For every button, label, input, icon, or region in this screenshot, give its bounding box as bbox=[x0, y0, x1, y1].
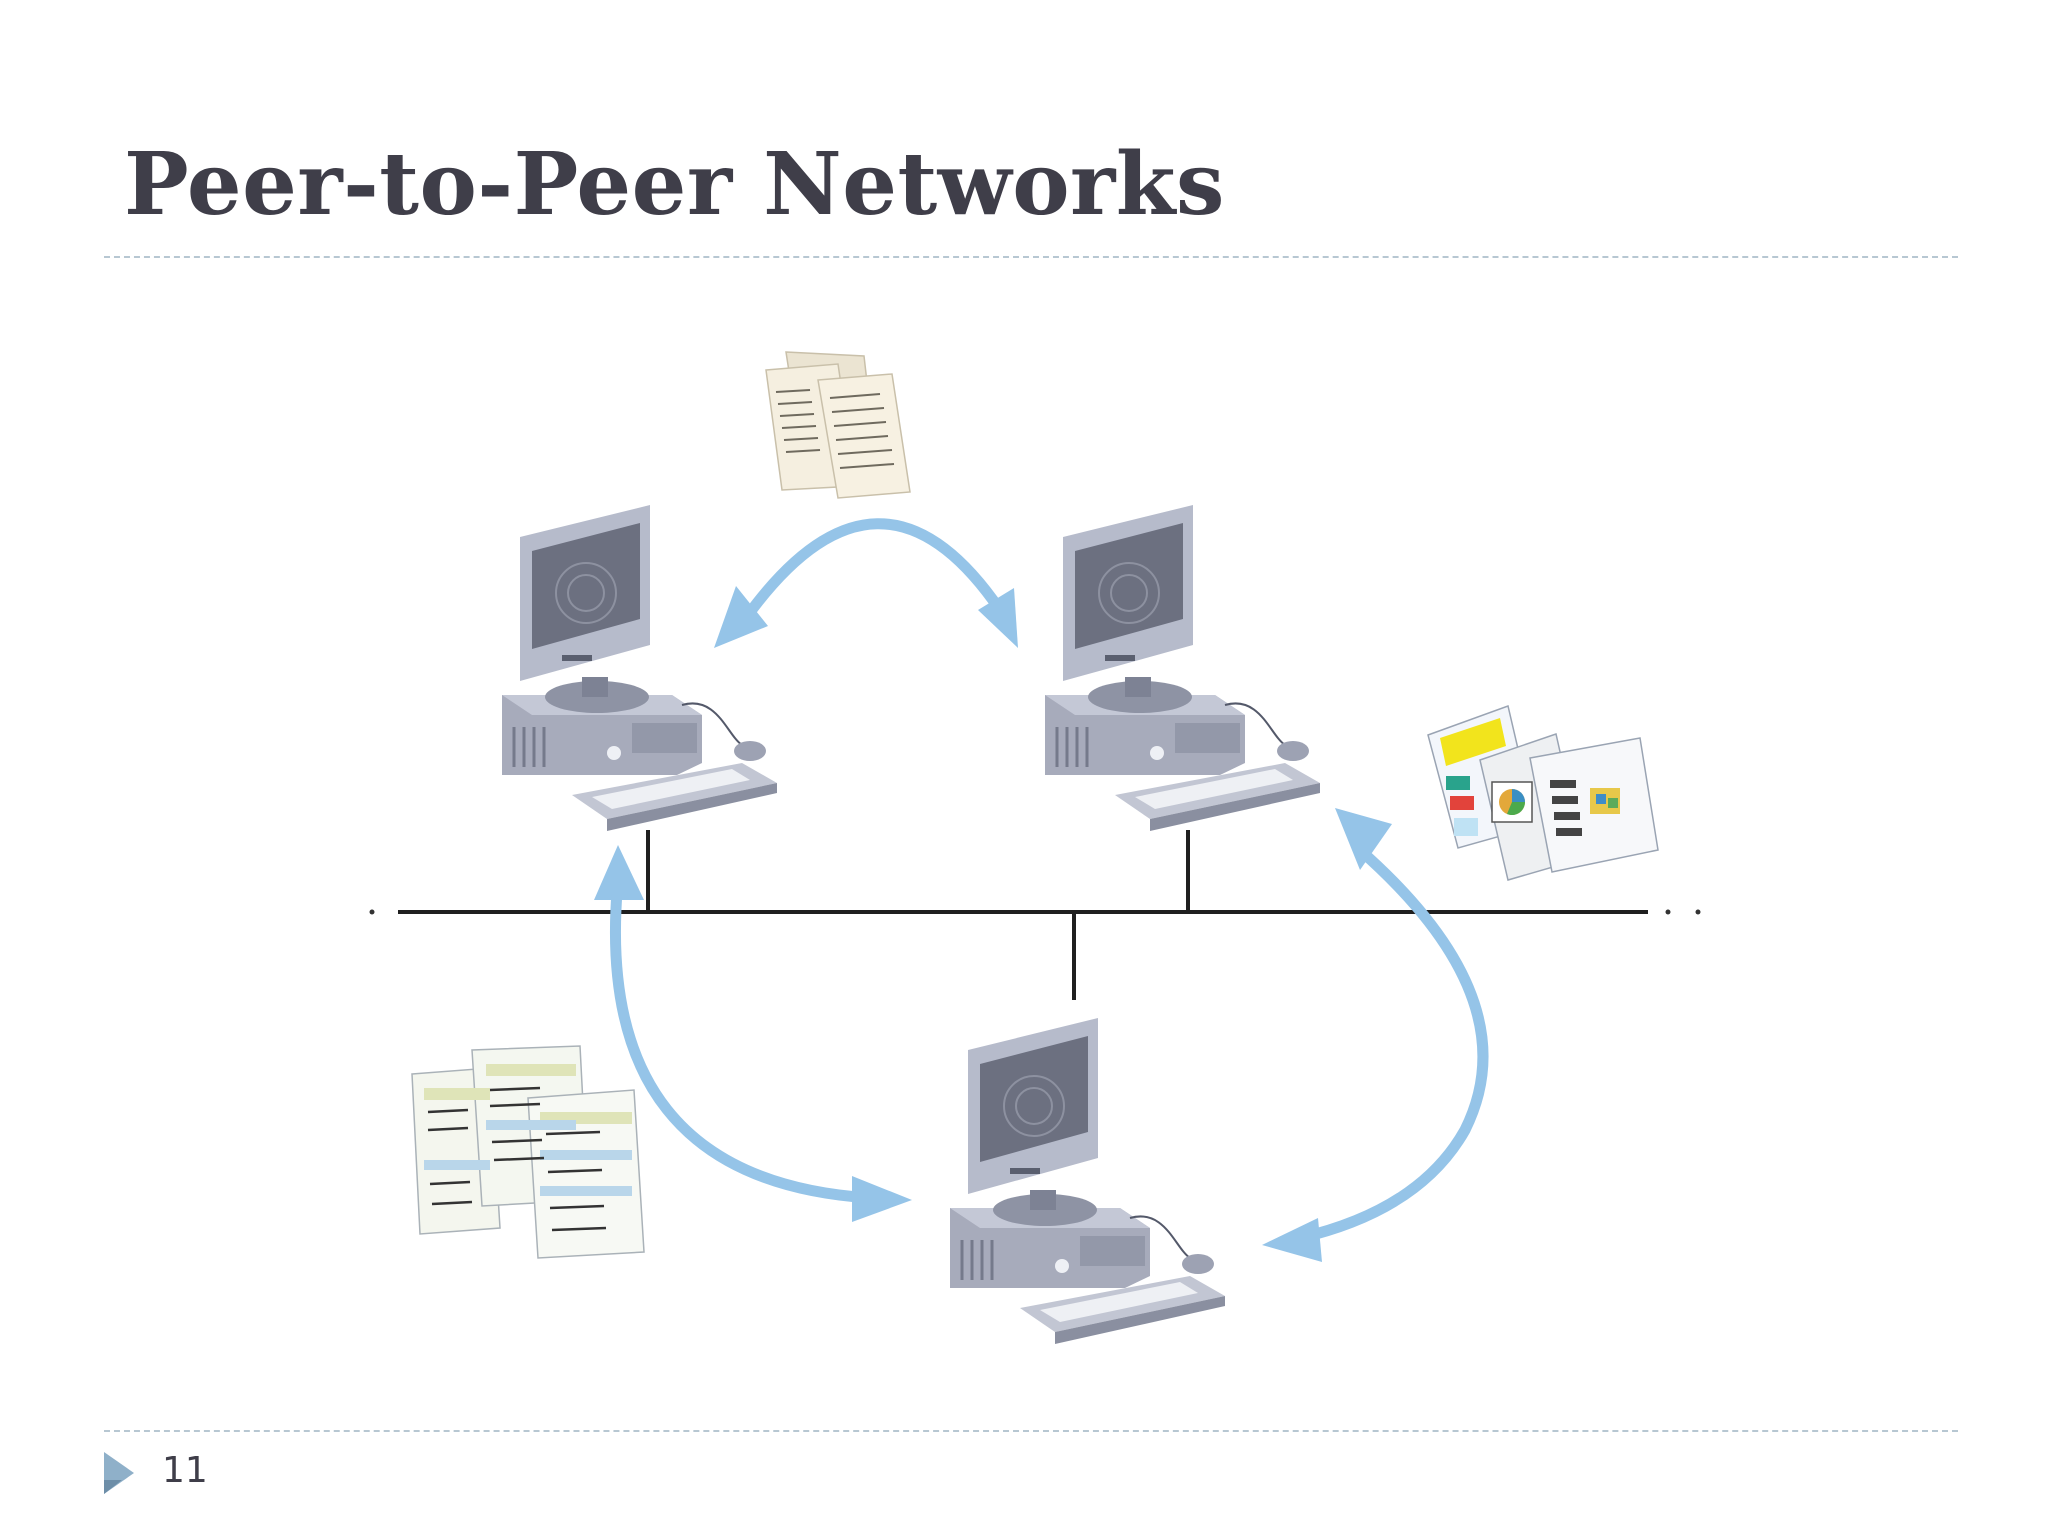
arrowhead-bottom-right bbox=[852, 1176, 912, 1222]
page-number: 11 bbox=[162, 1450, 208, 1491]
arrow-bottom-left bbox=[609, 874, 876, 1204]
arrowhead-top-right bbox=[978, 588, 1018, 648]
brochure-documents bbox=[1427, 705, 1659, 881]
arrowhead-top-left bbox=[714, 586, 768, 648]
slide-marker-icon bbox=[104, 1452, 134, 1494]
spreadsheet-documents bbox=[411, 1045, 645, 1259]
title-divider bbox=[104, 256, 1958, 258]
slide-title: Peer-to-Peer Networks bbox=[124, 134, 1225, 235]
arrowhead-right-up bbox=[1335, 808, 1392, 870]
arrowhead-left-up bbox=[594, 845, 644, 900]
computer-bottom bbox=[948, 1016, 1227, 1346]
computer-right bbox=[1043, 503, 1322, 833]
footer-divider bbox=[104, 1430, 1958, 1432]
computer-left bbox=[500, 503, 779, 833]
arrow-top bbox=[742, 518, 1006, 621]
document-stack-top bbox=[765, 351, 911, 499]
arrow-right bbox=[1294, 844, 1489, 1244]
arrowhead-right-down bbox=[1262, 1218, 1322, 1262]
